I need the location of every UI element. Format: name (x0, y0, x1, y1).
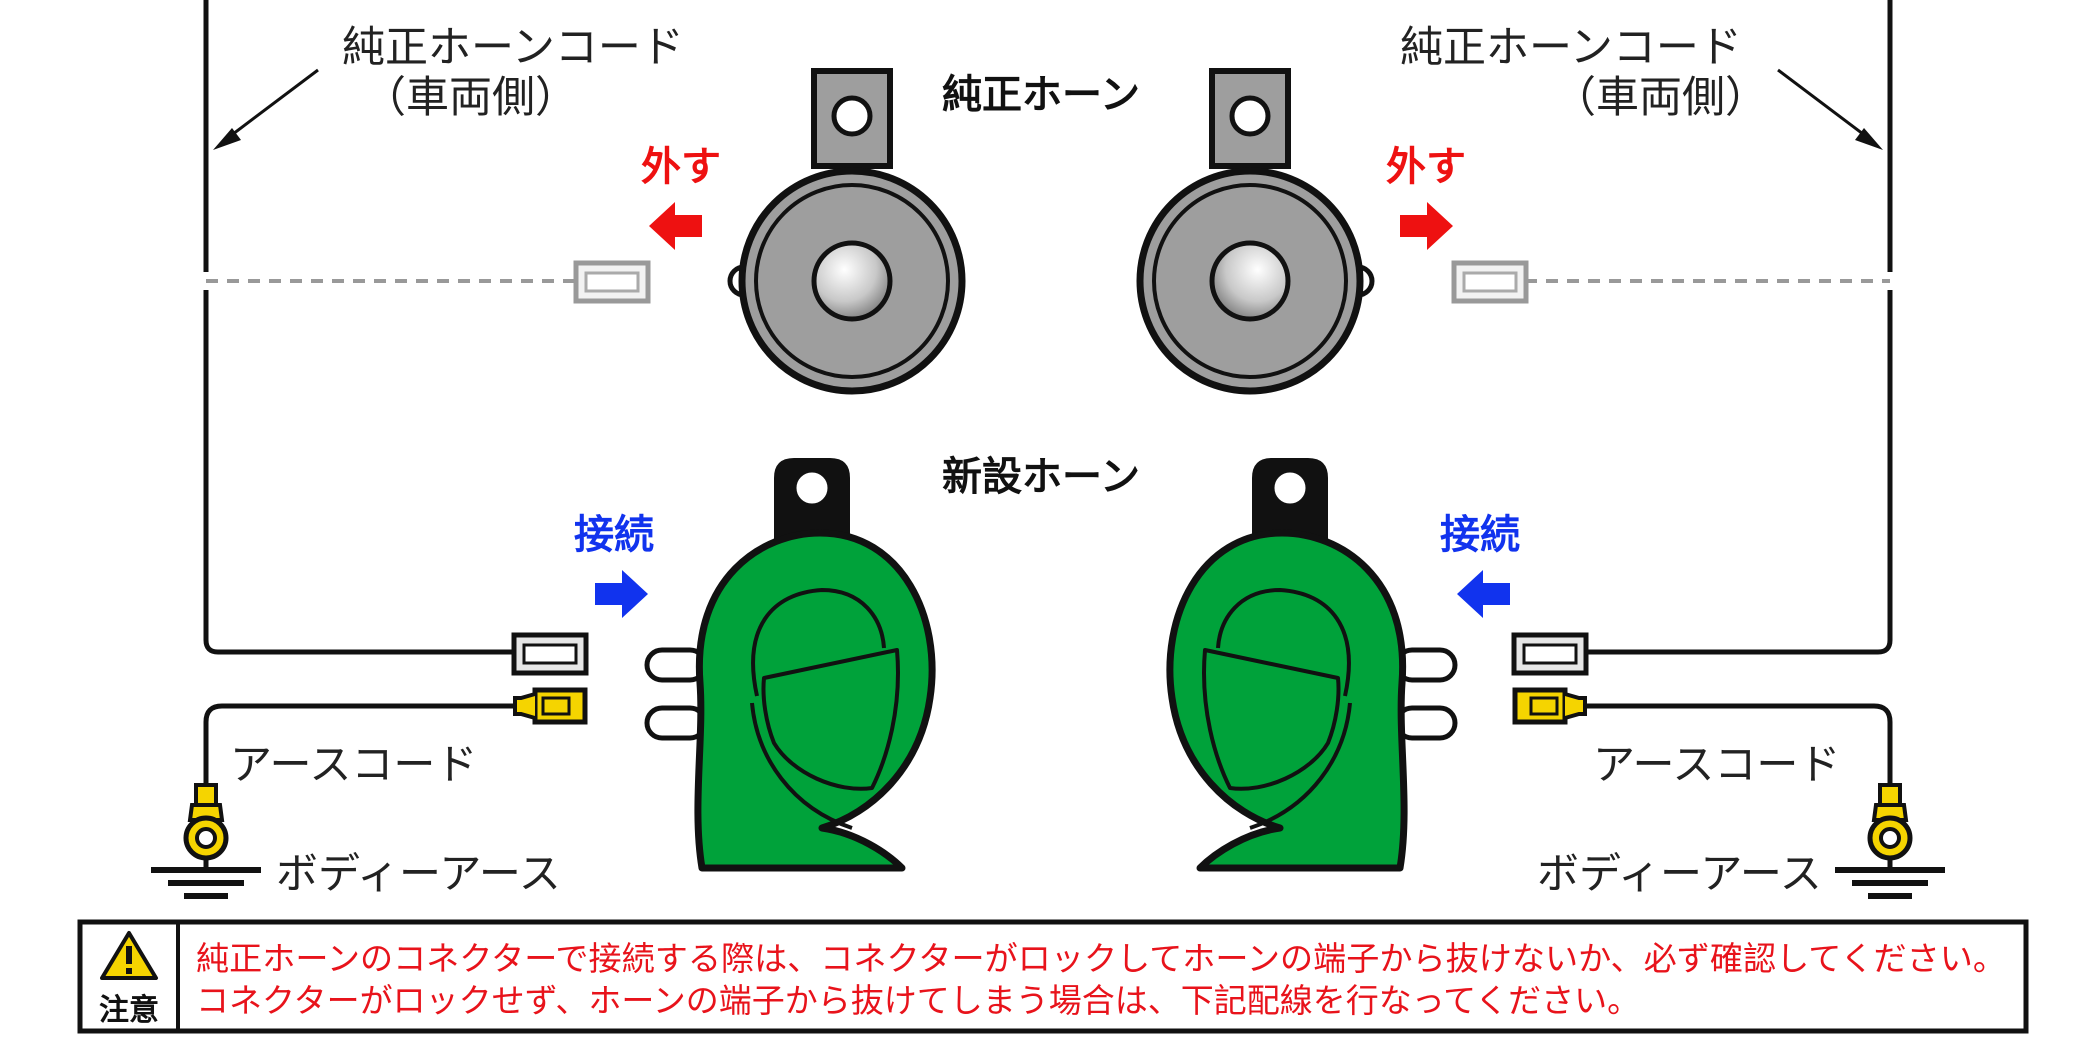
new-horn-title: 新設ホーン (942, 454, 1140, 500)
left-remove-arrow (649, 202, 702, 250)
caution-line-1: 純正ホーンのコネクターで接続する際は、コネクターがロックしてホーンの端子から抜け… (196, 939, 2006, 978)
earth-cord-label-left: アースコード (230, 740, 477, 789)
warning-triangle-icon (100, 931, 158, 980)
vehicle-side-label-right: （車両側） (1553, 73, 1768, 123)
stock-horn-title: 純正ホーン (942, 72, 1140, 118)
stock-horn-cord-label-left: 純正ホーンコード (342, 23, 684, 73)
left-stock-wire (203, 0, 575, 655)
right-earth-wire (1570, 703, 1893, 795)
right-cord-leader (1777, 68, 1883, 150)
right-remove-arrow (1400, 202, 1453, 250)
right-removed-connector (1454, 263, 1526, 301)
left-earth-terminal (515, 690, 585, 722)
vehicle-side-label-left: （車両側） (363, 73, 578, 123)
left-removed-connector (576, 263, 648, 301)
right-body-earth (1835, 785, 1945, 896)
right-earth-terminal (1515, 690, 1585, 722)
right-stock-wire (1525, 0, 1893, 655)
remove-label-left: 外す (641, 144, 721, 190)
caution-line-2: コネクターがロックせず、ホーンの端子から抜けてしまう場合は、下記配線を行なってく… (196, 981, 1640, 1020)
body-earth-label-right: ボディーアース (1537, 849, 1822, 898)
connect-label-right: 接続 (1440, 512, 1520, 558)
left-body-earth (151, 785, 261, 896)
left-stock-horn (730, 71, 962, 391)
caution-box: 注意 純正ホーンのコネクターで接続する際は、コネクターがロックしてホーンの端子か… (77, 919, 2029, 1034)
body-earth-label-left: ボディーアース (276, 849, 561, 898)
right-connect-arrow (1457, 570, 1510, 618)
left-stock-connector (514, 635, 586, 673)
left-connect-arrow (595, 570, 648, 618)
right-new-horn (1170, 458, 1455, 868)
caution-label: 注意 (99, 993, 159, 1028)
remove-label-right: 外す (1386, 144, 1466, 190)
left-earth-wire (203, 703, 530, 795)
right-stock-connector (1514, 635, 1586, 673)
connect-label-left: 接続 (574, 512, 654, 558)
earth-cord-label-right: アースコード (1593, 740, 1840, 789)
right-stock-horn (1140, 71, 1372, 391)
stock-horn-cord-label-right: 純正ホーンコード (1400, 23, 1742, 73)
left-new-horn (647, 458, 932, 868)
left-cord-leader (213, 68, 319, 150)
